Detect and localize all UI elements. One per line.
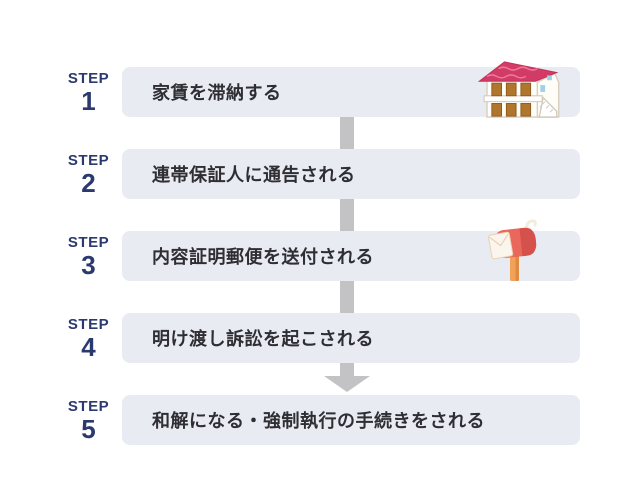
mailbox-icon (488, 219, 537, 281)
connector-2 (0, 199, 640, 231)
arrow-shaft (340, 363, 354, 376)
step-number: 2 (81, 167, 96, 198)
connector-3 (0, 281, 640, 313)
step-number: 5 (81, 413, 96, 444)
arrow-head (324, 376, 370, 392)
step-row-3: STEP 3 内容証明郵便を送付される (0, 219, 640, 281)
step-3-box: 内容証明郵便を送付される (122, 219, 580, 281)
connector-bar (340, 281, 354, 313)
step-number: 3 (81, 249, 96, 280)
house-icon (477, 61, 560, 118)
step-5-label: STEP 5 (55, 395, 122, 445)
step-3-text: 内容証明郵便を送付される (152, 247, 374, 267)
step-1-box: 家賃を滞納する (122, 61, 580, 118)
step-word: STEP (67, 233, 110, 251)
step-word: STEP (67, 315, 110, 333)
step-word: STEP (67, 397, 110, 415)
step-row-2: STEP 2 連帯保証人に通告される (0, 149, 640, 199)
step-4-text: 明け渡し訴訟を起こされる (152, 329, 374, 349)
connector-bar (340, 117, 354, 149)
step-row-1: STEP 1 家賃を滞納する (0, 61, 640, 118)
step-5-box: 和解になる・強制執行の手続きをされる (122, 395, 580, 445)
step-2-box: 連帯保証人に通告される (122, 149, 580, 199)
step-number: 4 (81, 331, 96, 362)
step-4-box: 明け渡し訴訟を起こされる (122, 313, 580, 363)
step-row-5: STEP 5 和解になる・強制執行の手続きをされる (0, 395, 640, 445)
step-2-text: 連帯保証人に通告される (152, 165, 356, 185)
step-number: 1 (81, 85, 96, 116)
connector-4-arrow (0, 363, 640, 395)
step-word: STEP (67, 69, 110, 87)
step-2-label: STEP 2 (55, 149, 122, 199)
connector-1 (0, 117, 640, 149)
step-row-4: STEP 4 明け渡し訴訟を起こされる (0, 313, 640, 363)
step-3-label: STEP 3 (55, 231, 122, 281)
step-word: STEP (67, 151, 110, 169)
step-1-label: STEP 1 (55, 67, 122, 117)
step-1-text: 家賃を滞納する (152, 83, 282, 103)
connector-bar (340, 199, 354, 231)
step-5-text: 和解になる・強制執行の手続きをされる (152, 411, 485, 431)
step-4-label: STEP 4 (55, 313, 122, 363)
